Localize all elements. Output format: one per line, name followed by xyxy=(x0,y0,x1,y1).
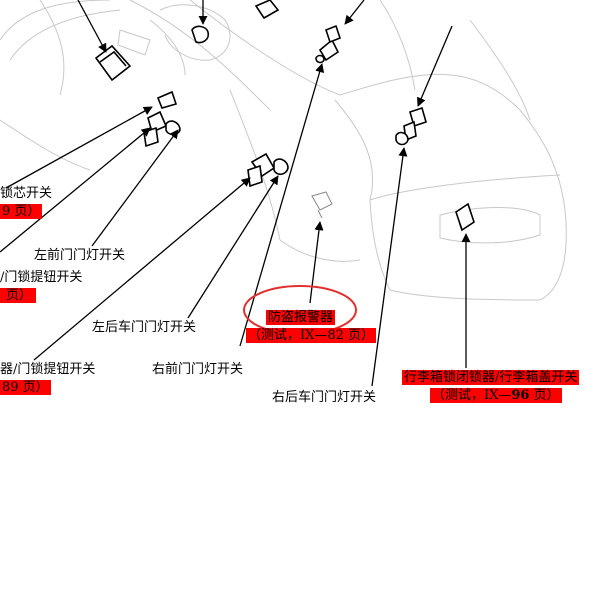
leader-door-lock-knob-2 xyxy=(33,177,251,361)
leader-lines xyxy=(0,0,471,387)
label-lock-cylinder-ref: 9 页） xyxy=(0,204,43,219)
trunk-ref-page: 96 xyxy=(511,388,530,403)
leader-front-left-door xyxy=(91,129,179,247)
label-front-right-door-switch: 右前门门灯开关 xyxy=(152,362,244,377)
label-door-lock-knob-switch-2: 器/门锁提钮开关 xyxy=(0,362,96,377)
leader-rear-right-top xyxy=(417,25,453,107)
theft-alarm-icon xyxy=(311,191,333,219)
rear-left-door-switch-icon xyxy=(247,152,289,188)
trunk-switch-icon xyxy=(455,202,475,232)
label-trunk-switch: 行李箱锁闭锁器/行李箱盖开关 xyxy=(402,370,580,385)
trunk-ref-suffix: 页） xyxy=(529,388,560,403)
leader-front-right-door xyxy=(239,63,325,347)
leader-theft-alarm xyxy=(309,221,324,304)
leader-lock-knob xyxy=(0,127,151,253)
label-lock-cylinder-switch: 锁芯开关 xyxy=(0,186,53,201)
label-theft-alarm-ref: （测试，IX—82 页） xyxy=(246,328,377,343)
label-lock-knob-switch: /门锁提钮开关 xyxy=(0,270,83,285)
label-lock-knob-ref: 页） xyxy=(0,288,37,303)
top-center-switch-icon xyxy=(191,25,210,44)
right-front-cluster-icon xyxy=(315,24,341,64)
leader-rear-left-door xyxy=(187,175,279,319)
label-rear-right-door-switch: 右后车门门灯开关 xyxy=(272,390,377,405)
label-front-left-door-switch: 左前门门灯开关 xyxy=(34,248,126,263)
leader-rear-right-door xyxy=(371,147,408,387)
top-switch-icon xyxy=(254,0,280,20)
leader-lock-cylinder-top xyxy=(77,0,107,53)
rear-right-door-switch-icon xyxy=(395,106,427,146)
label-door-lock-knob-ref-2: 89 页） xyxy=(0,380,51,395)
label-trunk-ref: （测试，IX—96 页） xyxy=(430,388,562,403)
label-theft-alarm: 防盗报警器 xyxy=(266,310,336,325)
leader-top-right xyxy=(344,0,365,25)
leader-lock-cylinder xyxy=(5,106,153,189)
lock-cylinder-switch-icon xyxy=(94,44,132,82)
front-left-door-switch-icon xyxy=(143,90,181,148)
label-rear-left-door-switch: 左后车门门灯开关 xyxy=(92,320,197,335)
trunk-ref-prefix: （测试，IX— xyxy=(432,388,512,403)
component-glyphs xyxy=(94,0,475,232)
